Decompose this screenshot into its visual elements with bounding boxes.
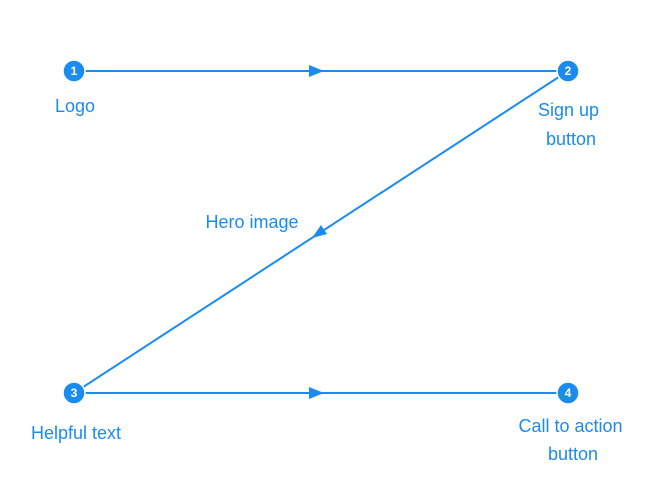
node-label-sign-up-button: Sign up button <box>538 100 604 149</box>
node-number: 2 <box>565 64 572 78</box>
node-marker <box>556 59 580 83</box>
edges <box>73 65 569 399</box>
node-2: 2 Sign up button <box>538 59 604 149</box>
arrow-icon <box>309 65 324 77</box>
node-number: 4 <box>565 386 572 400</box>
node-label-logo: Logo <box>55 96 95 116</box>
node-1: 1 Logo <box>55 59 95 116</box>
node-3: 3 Helpful text <box>31 381 121 443</box>
node-number: 3 <box>71 386 78 400</box>
edge-label-hero-image: Hero image <box>205 212 298 232</box>
node-label-call-to-action-button: Call to action button <box>518 416 627 464</box>
arrow-icon <box>309 387 324 399</box>
node-marker <box>556 381 580 405</box>
node-number: 1 <box>71 64 78 78</box>
node-label-helpful-text: Helpful text <box>31 423 121 443</box>
node-marker <box>62 381 86 405</box>
node-4: 4 Call to action button <box>518 381 627 464</box>
arrow-icon <box>312 225 327 238</box>
node-marker <box>62 59 86 83</box>
